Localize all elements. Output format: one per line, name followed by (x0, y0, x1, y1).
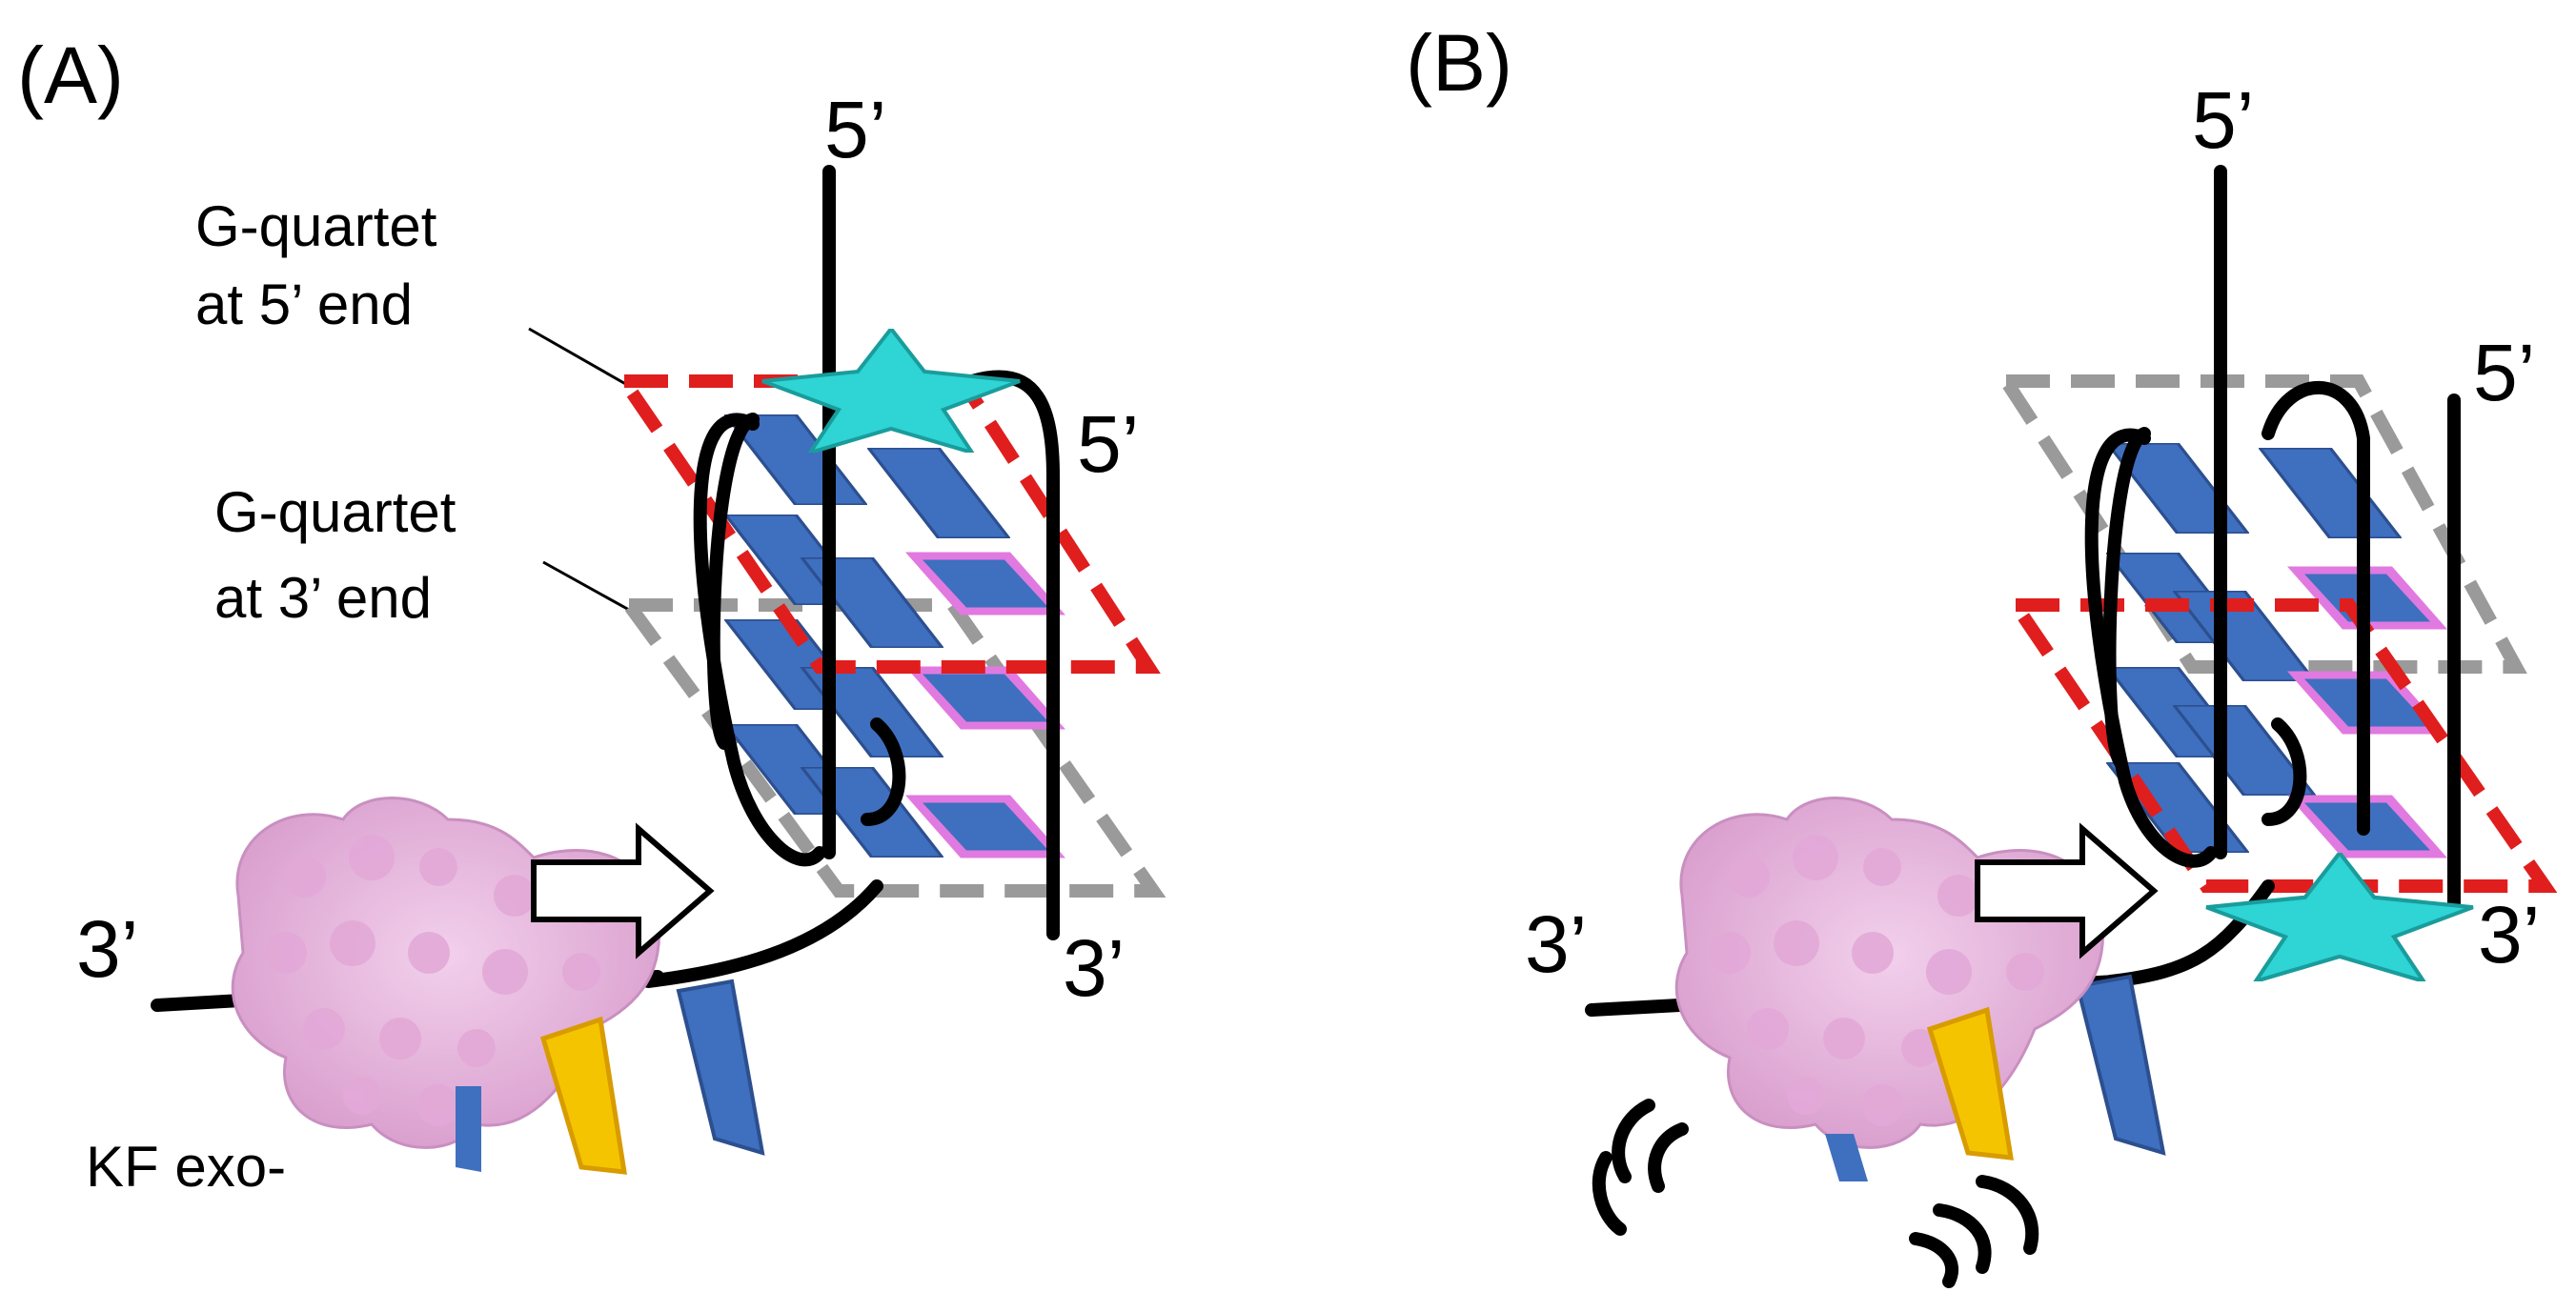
guanine-tile (867, 448, 1010, 538)
translocation-arrow-icon-b (1975, 822, 2159, 959)
panel-a-label: (A) (17, 30, 124, 120)
panel-a: (A) G-quartet at 5’ end G-quartet at 3’ … (17, 30, 1166, 1199)
side-5-prime-label: 5’ (1077, 399, 1139, 489)
translocation-arrow-icon (531, 822, 715, 959)
release-waves-icon (1592, 1099, 2039, 1288)
quartet-3-leader-line (542, 560, 630, 612)
polymerase-enzyme-icon-b (1674, 797, 2104, 1149)
hidden-nucleotide-b (1825, 1134, 1868, 1181)
panel-b-label: (B) (1406, 18, 1512, 108)
primer-3-prime-label: 3’ (76, 904, 138, 994)
guanine-tile-outlined (905, 666, 1065, 730)
side-5-prime-label-b: 5’ (2473, 328, 2535, 417)
hidden-nucleotide (456, 1086, 481, 1172)
primer-3-prime-label-b: 3’ (1525, 899, 1587, 989)
top-5-prime-label: 5’ (824, 85, 886, 174)
ligand-star-icon (2206, 853, 2473, 981)
side-3-prime-label-b: 3’ (2478, 890, 2540, 979)
quartet-5-leader-line (528, 327, 630, 388)
panel-b: (B) 5’ 5’ 3’ (1406, 18, 2558, 1288)
quartet-3-label-line1: G-quartet (214, 480, 456, 544)
incoming-nucleotide-blue (676, 979, 765, 1156)
top-5-prime-label-b: 5’ (2192, 75, 2254, 165)
guanine-tiles-b (2106, 443, 2447, 858)
incoming-nucleotide-yellow (539, 1016, 627, 1175)
enzyme-label: KF exo- (86, 1135, 286, 1199)
incoming-nucleotide-yellow-b (1926, 1006, 2014, 1161)
guanine-tile (2259, 448, 2402, 538)
quartet-5-label-line1: G-quartet (195, 194, 437, 258)
quartet-3-label-line2: at 3’ end (214, 566, 432, 630)
quartet-5-label-line2: at 5’ end (195, 273, 413, 336)
incoming-nucleotide-blue-b (2075, 974, 2166, 1156)
side-3-prime-label: 3’ (1063, 923, 1125, 1013)
quartet-5-frame-b (2002, 598, 2558, 893)
